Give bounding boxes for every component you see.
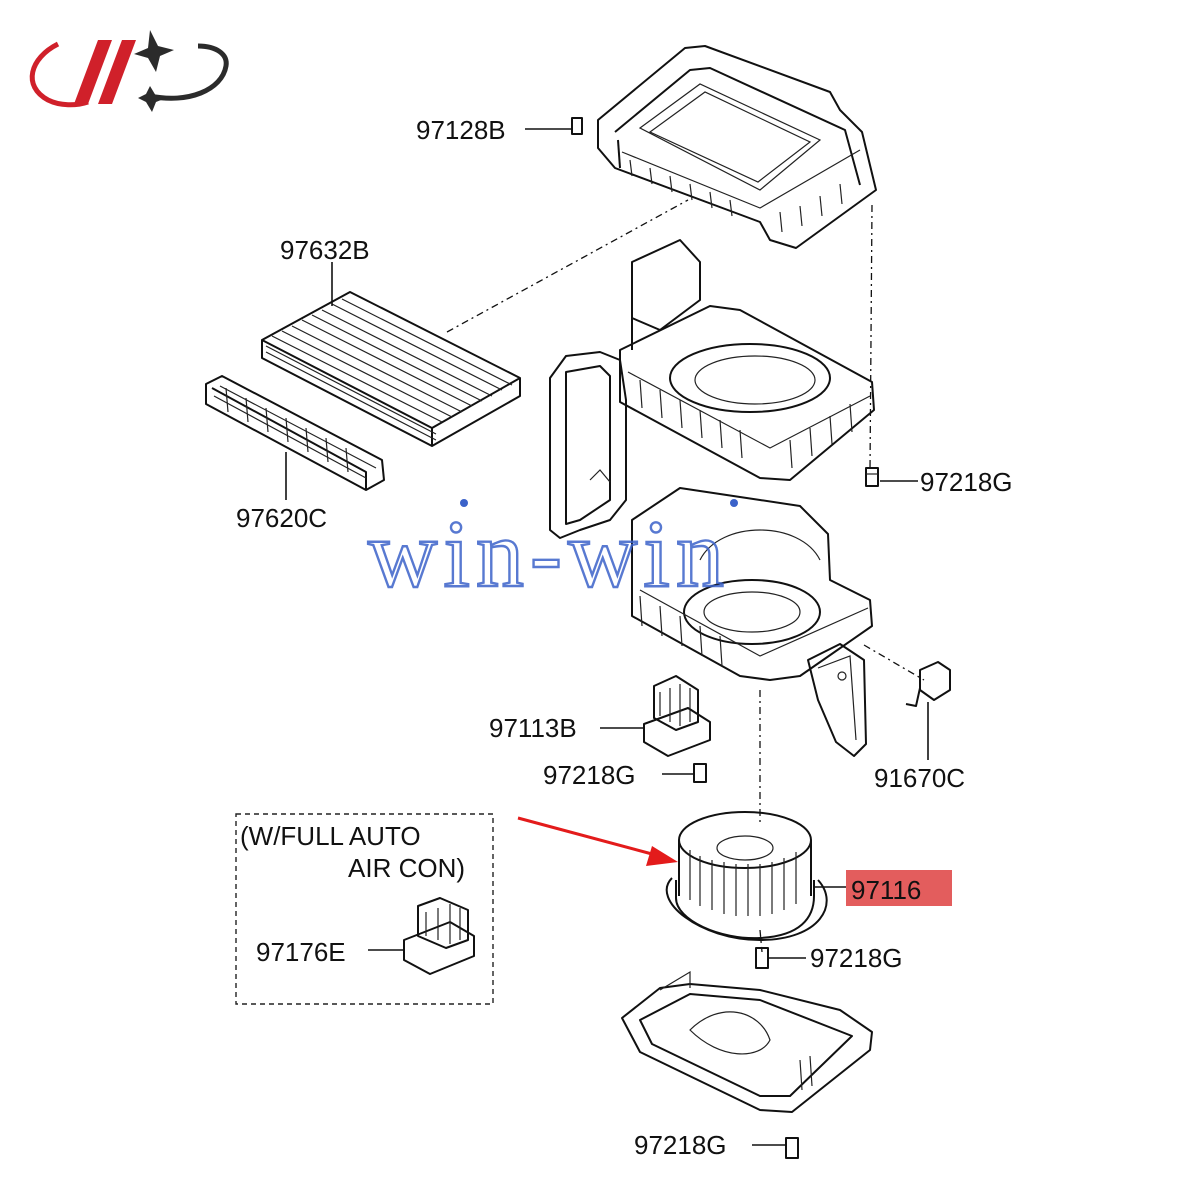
blower-housing-part (631, 487, 873, 681)
label-cabin-filter: 97632B (280, 235, 370, 265)
upper-housing-part (619, 239, 875, 481)
note-line-1: (W/FULL AUTO (240, 821, 421, 851)
label-actuator: 91670C (874, 763, 965, 793)
label-screw-bottom: 97218G (634, 1130, 727, 1160)
brand-logo (29, 30, 229, 112)
blower-resistor-part (643, 675, 711, 757)
blower-motor-part (665, 811, 828, 941)
label-blower-motor: 97116 (851, 875, 921, 905)
note-line-2: AIR CON) (348, 853, 465, 883)
watermark-text: win-win (368, 500, 730, 607)
filter-cover-part (571, 45, 877, 249)
label-resistor: 97113B (489, 713, 577, 743)
side-duct-part (549, 351, 627, 539)
highlight-box (846, 870, 952, 906)
mode-actuator-part (807, 643, 867, 757)
label-screw-resistor: 97218G (543, 760, 636, 790)
actuator-connector-part (905, 661, 951, 707)
cabin-filter-part (261, 291, 521, 447)
label-filter-grille: 97620C (236, 503, 327, 533)
label-auto-resistor: 97176E (256, 937, 346, 967)
label-screw-motor: 97218G (810, 943, 903, 973)
label-filter-cover: 97128B (416, 115, 506, 145)
option-box (235, 813, 494, 1005)
screw-top (865, 467, 879, 487)
lower-cover-part (621, 970, 873, 1113)
screw-resistor (693, 763, 707, 783)
screw-bottom (785, 1137, 799, 1159)
auto-resistor-part (403, 897, 475, 975)
highlight-arrow (517, 816, 678, 866)
label-screw-top: 97218G (920, 467, 1013, 497)
filter-grille-part (205, 375, 385, 491)
